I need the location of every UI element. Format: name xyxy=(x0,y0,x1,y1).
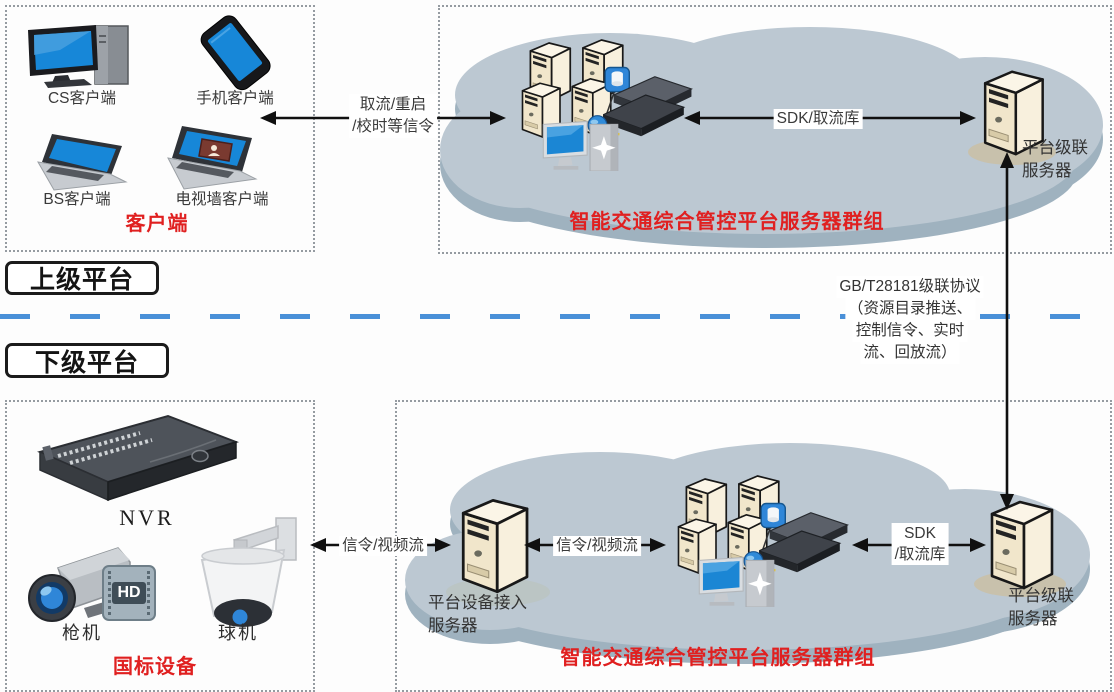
dome-camera-icon xyxy=(200,517,297,627)
hd-film-badge-icon: HD xyxy=(102,565,156,621)
upper-cascade-server-icon xyxy=(968,70,1056,165)
upper-cascade-server-label: 平台级联 服务器 xyxy=(1022,137,1088,183)
upper-cascade-line2: 服务器 xyxy=(1022,162,1072,180)
signal-video-left-label: 信令/视频流 xyxy=(339,536,427,557)
gb-line1: GB/T28181级联协议 xyxy=(836,276,984,298)
gb-line3: 控制信令、实时 xyxy=(852,320,968,342)
devices-group-title: 国标设备 xyxy=(113,656,197,678)
desktop-client-icon xyxy=(28,25,129,88)
clients-group-title: 客户端 xyxy=(125,213,189,235)
signal-video-right-label: 信令/视频流 xyxy=(553,536,641,557)
cs-client-label: CS客户端 xyxy=(47,90,117,107)
dome-camera-label: 球机 xyxy=(218,623,258,643)
client-cloud-link-line2: /校时等信令 xyxy=(349,116,437,138)
gb-line2: （资源目录推送、 xyxy=(844,298,975,320)
lower-cascade-line1: 平台级联 xyxy=(1008,587,1074,605)
hd-badge-label: HD xyxy=(112,582,146,604)
bs-client-label: BS客户端 xyxy=(43,191,111,208)
cascade-protocol-label: GB/T28181级联协议 （资源目录推送、 控制信令、实时 流、回放流） xyxy=(836,276,984,364)
platform-divider-line xyxy=(0,314,1114,319)
gun-camera-label: 枪机 xyxy=(62,623,102,643)
access-server-line1: 平台设备接入 xyxy=(428,594,527,612)
sdk-top-label: SDK/取流库 xyxy=(773,109,863,130)
sdk-bottom-line1: SDK xyxy=(891,523,949,544)
upper-platform-tag: 上级平台 xyxy=(5,261,159,295)
upper-cascade-line1: 平台级联 xyxy=(1022,139,1088,157)
upper-cluster-title: 智能交通综合管控平台服务器群组 xyxy=(569,211,885,233)
nvr-icon xyxy=(37,414,240,502)
nvr-label: NVR xyxy=(119,505,175,530)
clients-group-box xyxy=(5,5,315,252)
lower-cascade-line2: 服务器 xyxy=(1008,610,1058,628)
sdk-bottom-line2: /取流库 xyxy=(891,544,949,565)
client-cloud-link-label: 取流/重启 /校时等信令 xyxy=(349,94,437,138)
client-cloud-link-line1: 取流/重启 xyxy=(349,94,437,116)
sdk-bottom-label: SDK /取流库 xyxy=(891,523,949,565)
access-server-icon xyxy=(446,498,550,606)
tv-wall-client-icon xyxy=(167,126,258,190)
gb-line4: 流、回放流） xyxy=(860,342,960,364)
lower-cascade-server-label: 平台级联 服务器 xyxy=(1008,585,1074,631)
mobile-client-icon xyxy=(200,15,271,91)
tv-wall-client-label: 电视墙客户端 xyxy=(175,191,269,208)
access-server-line2: 服务器 xyxy=(428,617,478,635)
lower-cascade-server-icon xyxy=(974,500,1066,597)
laptop-client-icon xyxy=(37,134,128,191)
access-server-label: 平台设备接入 服务器 xyxy=(428,592,527,638)
lower-cluster-title: 智能交通综合管控平台服务器群组 xyxy=(560,647,876,669)
upper-cluster-box xyxy=(438,5,1112,254)
lower-platform-tag: 下级平台 xyxy=(5,343,169,378)
mobile-client-label: 手机客户端 xyxy=(196,90,274,107)
